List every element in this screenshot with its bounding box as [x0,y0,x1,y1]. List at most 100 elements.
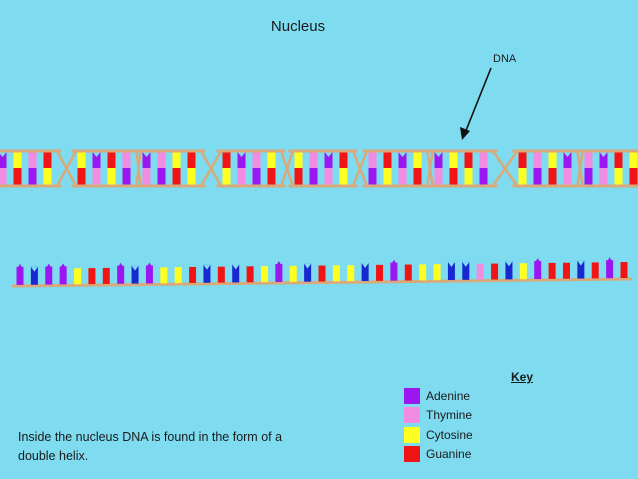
strand-base [347,265,355,282]
strand-base [519,263,527,280]
base-pair-top [107,152,116,168]
base-pair-bottom [398,168,407,185]
base-pair-bottom [237,168,246,185]
base-notch [142,152,151,157]
strand-base [491,263,499,280]
strand-base [332,265,340,282]
base-notch [361,263,369,269]
strand-base [232,264,240,283]
base-tip [534,258,542,265]
base-notch [237,152,246,157]
base-pair-top [43,152,52,168]
base-pair-bottom [479,168,488,185]
base-tip [275,260,283,267]
base-pair-top [339,152,348,168]
key-item-thymine: Thymine [404,406,473,426]
base-notch [577,260,585,266]
key-item-guanine: Guanine [404,445,473,465]
base-pair-bottom [157,168,166,185]
base-tip [145,262,153,269]
base-pair-top [28,152,37,168]
key-legend: Adenine Thymine Cytosine Guanine [404,386,473,464]
cytosine-swatch [404,426,420,443]
base-pair-bottom [0,168,7,185]
strand-base [620,262,628,279]
dna-arrow [460,67,492,140]
key-label-guanine: Guanine [426,447,472,462]
base-pair-bottom [294,168,303,185]
base-pair-bottom [309,168,318,185]
base-pair-top [599,152,608,168]
base-pair-bottom [28,168,37,185]
strand-backbone [11,277,633,288]
base-notch [398,152,407,157]
strand-base [203,264,211,283]
base-notch [0,152,7,157]
base-pair-top [398,152,407,168]
base-notch [324,152,333,157]
base-pair-top [368,152,377,168]
helix-backbone [56,151,77,186]
guanine-swatch [404,446,420,463]
key-label-cytosine: Cytosine [426,427,473,442]
strand-base [419,264,427,281]
strand-base [534,261,542,280]
base-pair-top [464,152,473,168]
strand-base [102,267,110,284]
strand-base [88,268,96,285]
base-pair-top [449,152,458,168]
base-pair-top [548,152,557,168]
base-pair-top [413,152,422,168]
base-pair-top [309,152,318,168]
base-pair-top [92,152,101,168]
base-tip [117,262,125,269]
base-tip [45,263,53,270]
base-pair-bottom [77,168,86,185]
strand-base [217,266,225,283]
strand-base [260,266,268,283]
base-pair-bottom [368,168,377,185]
helix-backbone [280,151,294,186]
base-pair-bottom [563,168,572,185]
strand-base [505,261,513,280]
strand-base [390,262,398,281]
base-pair-bottom [267,168,276,185]
strand-base [117,265,125,284]
strand-base [577,260,585,279]
strand-base [45,266,53,285]
strand-base [131,265,139,284]
base-pair-bottom [383,168,392,185]
base-tip [606,257,614,264]
base-pair-bottom [614,168,623,185]
base-pair-top [13,152,22,168]
strand-base [462,261,470,280]
base-notch [30,266,38,272]
helix-backbone [492,151,518,186]
base-notch [434,152,443,157]
base-pair-bottom [548,168,557,185]
base-pair-bottom [464,168,473,185]
strand-base [318,265,326,282]
base-pair-top [187,152,196,168]
strand-base [59,266,67,285]
strand-base [433,264,441,281]
helix-backbone [135,151,142,186]
base-pair-bottom [252,168,261,185]
base-pair-bottom [172,168,181,185]
strand-base [275,263,283,282]
base-notch [232,264,240,270]
base-pair-bottom [13,168,22,185]
base-notch [563,152,572,157]
base-pair-top [479,152,488,168]
helix-backbone [200,151,222,186]
strand-base [289,265,297,282]
key-item-adenine: Adenine [404,386,473,406]
base-pair-bottom [599,168,608,185]
strand-base [376,264,384,281]
strand-base [145,265,153,284]
base-pair-bottom [142,168,151,185]
helix-backbone [576,151,584,186]
helix-backbone [352,151,368,186]
